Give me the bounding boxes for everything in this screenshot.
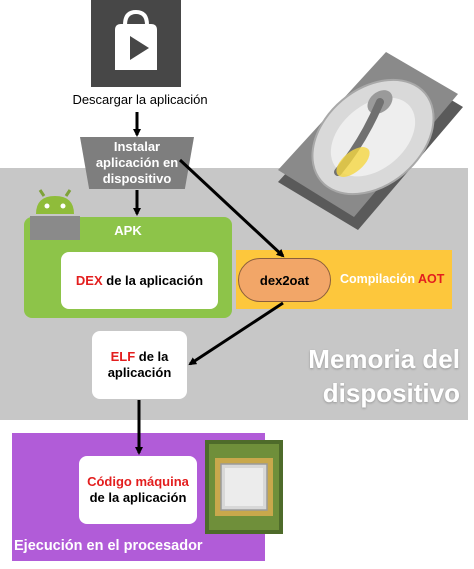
aot-prefix: Compilación [340,272,419,286]
execution-label: Ejecución en el procesador [14,538,203,554]
android-icon [30,189,80,240]
download-label: Descargar la aplicación [72,92,208,107]
arrow-dex2oat-to-elf [188,301,284,366]
install-step: Instalar aplicación en dispositivo [80,137,194,189]
memory-label: Memoria del dispositivo [280,342,460,410]
install-line: Instalar [113,139,161,154]
dex-highlight: DEX [75,272,103,288]
processor-chip-icon [205,440,283,534]
dex2oat-node: dex2oat [238,258,331,302]
hard-drive-icon [278,52,463,230]
dex-text: de la aplicación [102,272,204,288]
elf-highlight: ELF [110,349,136,364]
elf-text-line2: aplicación [107,365,172,380]
aot-highlight: AOT [418,272,445,286]
elf-text: de la [135,349,169,364]
play-store-icon [91,0,181,87]
machine-code-text: de la aplicación [89,490,187,505]
memory-label-line: dispositivo [322,378,460,408]
install-line: aplicación en [95,155,179,170]
machine-code-box: Código máquina de la aplicación [79,456,197,524]
dex-box: DEX de la aplicación [61,252,218,309]
machine-code-highlight: Código máquina [87,474,189,489]
apk-label: APK [114,223,142,238]
memory-label-line: Memoria del [308,344,460,374]
elf-box: ELF de la aplicación [92,331,187,399]
aot-label: Compilación AOT [340,272,452,286]
arrow-install-to-dex2oat [178,158,285,258]
install-line: dispositivo [102,171,172,186]
